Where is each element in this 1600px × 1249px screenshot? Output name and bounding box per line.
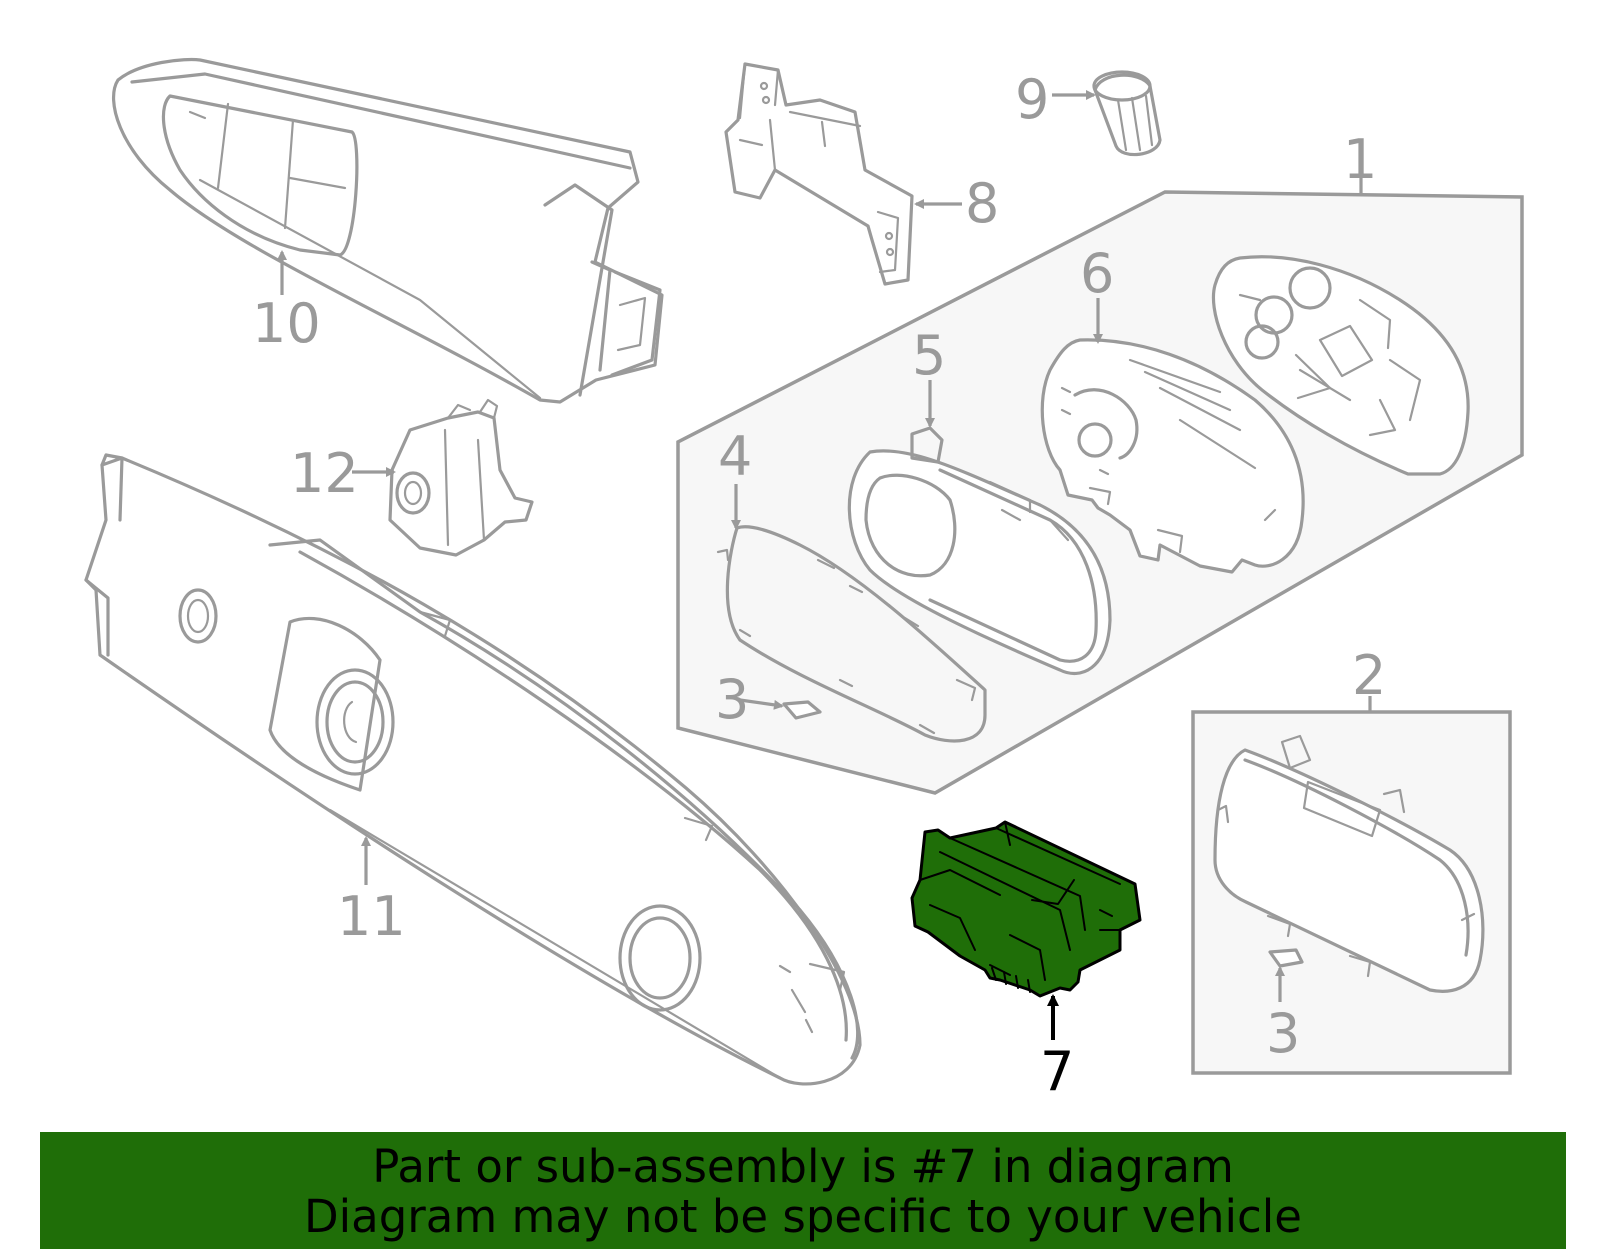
callout-6: 6 xyxy=(1080,242,1114,305)
callout-2: 2 xyxy=(1352,644,1386,707)
part-12-actuator[interactable] xyxy=(388,398,534,557)
part-11-lower-panel[interactable] xyxy=(84,453,862,1086)
callout-5: 5 xyxy=(912,324,946,387)
part-5-mask[interactable] xyxy=(847,426,1112,675)
callout-9: 9 xyxy=(1015,68,1049,131)
callout-3b: 3 xyxy=(1266,1002,1300,1065)
part-6-display-board[interactable] xyxy=(1040,338,1305,574)
rear-housing[interactable] xyxy=(1211,255,1470,476)
callout-10: 10 xyxy=(252,292,321,355)
callout-8: 8 xyxy=(965,172,999,235)
banner-line-2: Diagram may not be specific to your vehi… xyxy=(304,1190,1302,1243)
part-4-bezel[interactable] xyxy=(716,525,987,743)
part-10-switch-panel[interactable] xyxy=(112,57,664,404)
part-7-highlighted-module[interactable] xyxy=(910,820,1142,998)
callout-3a: 3 xyxy=(715,668,749,731)
part-9-knob[interactable] xyxy=(1092,70,1162,157)
callout-1: 1 xyxy=(1343,128,1377,191)
banner-line-1: Part or sub-assembly is #7 in diagram xyxy=(372,1140,1234,1193)
callout-11: 11 xyxy=(337,885,406,948)
part-3-clip-b[interactable] xyxy=(1268,948,1304,968)
part-3-clip-a[interactable] xyxy=(782,700,822,720)
callout-7: 7 xyxy=(1040,1040,1074,1103)
part-8-bracket[interactable] xyxy=(724,62,914,286)
info-banner: Part or sub-assembly is #7 in diagram Di… xyxy=(40,1132,1566,1249)
callout-4: 4 xyxy=(718,425,752,488)
callout-12: 12 xyxy=(290,442,359,505)
part-2-cluster[interactable] xyxy=(1213,734,1485,993)
